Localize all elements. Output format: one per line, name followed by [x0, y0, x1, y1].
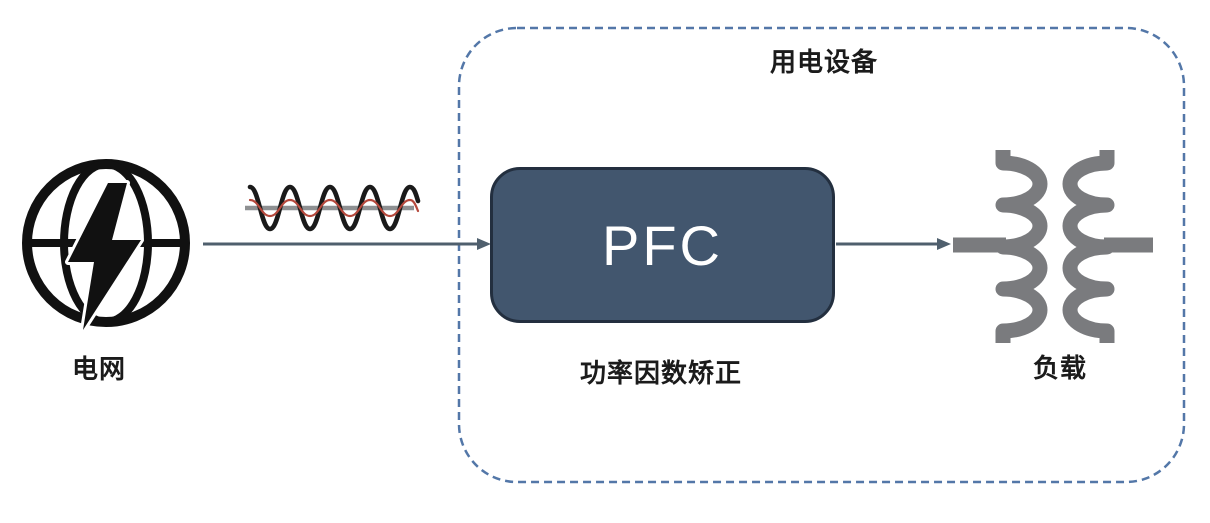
arrowhead-icon: [477, 238, 491, 250]
load-transformer-icon: [953, 150, 1153, 343]
pfc-caption: 功率因数矫正: [579, 358, 743, 388]
arrow-grid-to-pfc: [203, 238, 491, 250]
transformer-right-coil: [1062, 150, 1115, 343]
pfc-block: PFC: [490, 167, 835, 323]
power-grid-globe-icon: [22, 159, 190, 333]
arrowhead-icon: [937, 238, 951, 250]
transformer-left-coil: [995, 150, 1048, 343]
wave-corrected: [248, 198, 420, 218]
device-box-title: 用电设备: [769, 47, 879, 77]
ac-waveform-icon: [245, 184, 421, 232]
load-label: 负载: [1032, 353, 1088, 383]
device-boundary-box: [457, 26, 1186, 484]
lightning-bolt-icon: [65, 180, 144, 333]
pfc-block-label: PFC: [602, 213, 723, 277]
arrow-pfc-to-load: [836, 238, 951, 250]
grid-label: 电网: [71, 354, 127, 384]
